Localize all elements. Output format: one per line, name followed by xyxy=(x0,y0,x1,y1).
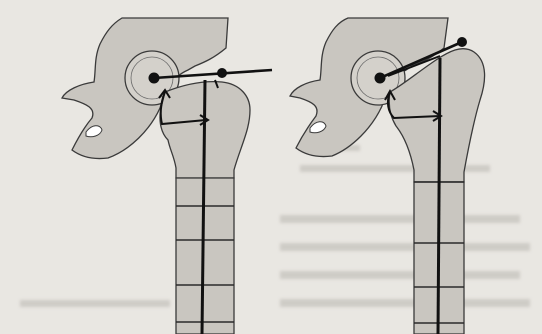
femur-diagram-right xyxy=(290,18,485,334)
trochanter-point-left xyxy=(217,68,227,78)
head-center-point-right xyxy=(375,73,386,84)
axis-line-right xyxy=(438,58,440,334)
femur-diagram-left xyxy=(62,18,272,334)
head-center-point-left xyxy=(149,73,160,84)
trochanter-point-right xyxy=(457,37,467,47)
